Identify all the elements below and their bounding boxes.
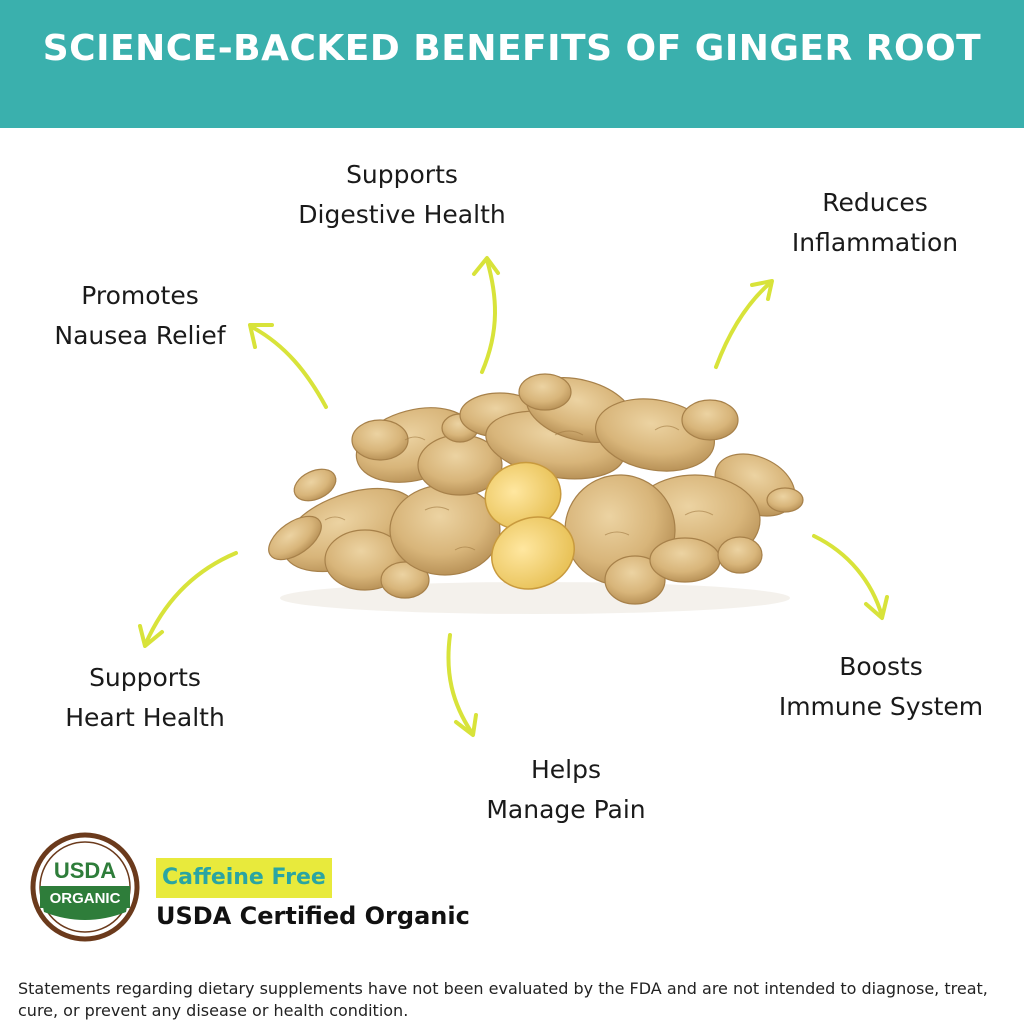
benefit-line2: Digestive Health: [298, 200, 506, 229]
arrow-down-right-immune: [812, 534, 889, 620]
usda-certified-label: USDA Certified Organic: [156, 902, 470, 930]
benefit-inflammation: Reduces Inflammation: [745, 183, 1005, 263]
caffeine-free-badge: Caffeine Free: [156, 858, 332, 898]
arrow-up-left-nausea: [248, 323, 328, 409]
arrow-up-digestive: [472, 256, 500, 374]
usda-organic-seal: USDA ORGANIC: [30, 832, 140, 942]
benefit-nausea-relief: Promotes Nausea Relief: [25, 276, 255, 356]
benefit-line1: Supports: [346, 160, 458, 189]
benefit-line2: Inflammation: [791, 228, 959, 257]
seal-top-text: USDA: [54, 858, 116, 883]
benefit-immune-system: Boosts Immune System: [752, 647, 1010, 727]
benefit-line1: Reduces: [822, 188, 928, 217]
header-banner: SCIENCE-BACKED BENEFITS OF GINGER ROOT: [0, 0, 1024, 128]
page-title: SCIENCE-BACKED BENEFITS OF GINGER ROOT: [42, 28, 982, 69]
arrow-down-left-heart: [138, 551, 238, 648]
benefit-line2: Heart Health: [65, 703, 225, 732]
benefit-heart-health: Supports Heart Health: [30, 658, 260, 738]
arrow-down-pain: [446, 633, 478, 737]
benefit-line1: Supports: [89, 663, 201, 692]
benefit-manage-pain: Helps Manage Pain: [446, 750, 686, 830]
benefit-line1: Helps: [530, 755, 602, 784]
ginger-root-image: [268, 373, 804, 614]
arrow-up-right-inflammation: [714, 279, 774, 369]
benefit-digestive-health: Supports Digestive Health: [262, 155, 542, 235]
benefit-line1: Boosts: [839, 652, 923, 681]
benefit-line2: Manage Pain: [486, 795, 646, 824]
fda-disclaimer: Statements regarding dietary supplements…: [18, 979, 988, 1020]
benefit-line2: Nausea Relief: [54, 321, 226, 350]
benefit-line2: Immune System: [778, 692, 984, 721]
benefit-line1: Promotes: [81, 281, 199, 310]
seal-band-text: ORGANIC: [50, 890, 121, 907]
